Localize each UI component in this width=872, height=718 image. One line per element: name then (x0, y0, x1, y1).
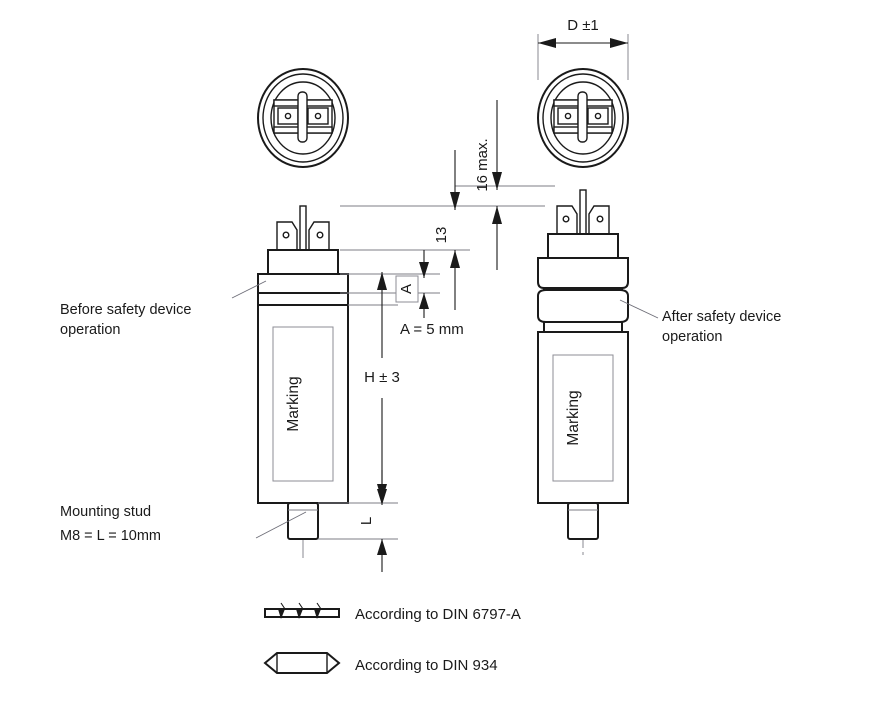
top-view-left-terminals (273, 91, 333, 143)
top-view-left (257, 68, 349, 168)
datum-a-dimension: A A = 5 mm (340, 250, 464, 338)
marking-label-right: Marking (565, 390, 582, 445)
marking-frame-left (272, 326, 334, 482)
diameter-dimension: D ±1 (537, 17, 629, 80)
top-view-right-terminals (553, 91, 613, 143)
terminal-block-right (547, 233, 619, 259)
top-view-right: D ±1 (537, 17, 629, 168)
leader-stud (255, 511, 307, 539)
label-before-safety: Before safety device operation (60, 280, 267, 338)
diameter-label: D ±1 (567, 17, 599, 34)
safety-device-expansion (537, 257, 629, 333)
legend-item-1-text: According to DIN 934 (355, 657, 498, 674)
datum-a-box (395, 275, 419, 303)
height-label: H ± 3 (364, 369, 400, 386)
terminals-right (556, 189, 610, 235)
mounting-stud-line2: M8 = L = 10mm (60, 528, 161, 544)
groove-left (257, 292, 349, 306)
can-body-right (537, 331, 629, 504)
lock-washer-icon (264, 602, 340, 619)
mounting-stud-left (287, 502, 319, 540)
datum-a-label: A (398, 284, 415, 294)
before-safety-line2: operation (60, 322, 120, 338)
terminal-block-left (267, 249, 339, 275)
legend: According to DIN 6797-A According to DIN… (263, 602, 521, 674)
stud-length-dimension: L (318, 470, 398, 572)
stud-length-label: L (358, 517, 375, 525)
datum-a-value: A = 5 mm (400, 321, 464, 338)
max-height-dimension: 16 max. (455, 100, 555, 270)
leader-after (619, 299, 659, 319)
capacitor-after: Marking (537, 189, 629, 556)
after-safety-line2: operation (662, 329, 722, 345)
before-safety-line1: Before safety device (60, 302, 191, 318)
can-body-left (257, 304, 349, 504)
terminal-height-dimension: 13 (340, 150, 470, 310)
capacitor-before: Marking (257, 205, 349, 560)
marking-label-left: Marking (285, 376, 302, 431)
marking-frame-right (552, 354, 614, 482)
top-rim-left (257, 273, 349, 294)
legend-item-0-text: According to DIN 6797-A (355, 606, 521, 623)
height-dimension: H ± 3 (348, 272, 400, 504)
max-height-label: 16 max. (474, 138, 491, 191)
label-after-safety: After safety device operation (619, 299, 781, 345)
mounting-stud-right (567, 502, 599, 540)
terminal-height-label: 13 (433, 227, 450, 244)
after-safety-line1: After safety device (662, 309, 781, 325)
mounting-stud-line1: Mounting stud (60, 504, 151, 520)
hex-nut-icon (263, 652, 341, 674)
label-mounting-stud: Mounting stud M8 = L = 10mm (60, 504, 307, 544)
leader-before (231, 280, 267, 299)
terminals-left (276, 205, 330, 251)
